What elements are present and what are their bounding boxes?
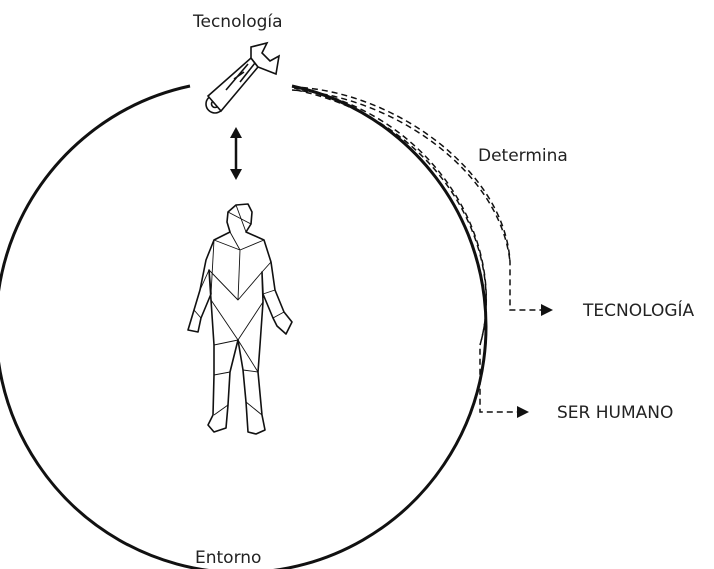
dashed-path-ser-humano-2 — [296, 90, 486, 345]
label-output-tecnologia: TECNOLOGÍA — [583, 303, 694, 320]
wrench-icon — [206, 43, 279, 113]
dashed-path-ser-humano — [294, 88, 526, 412]
label-determina: Determina — [478, 148, 568, 165]
dashed-path-tecnologia-2 — [292, 90, 510, 262]
label-tecnologia: Tecnología — [193, 14, 283, 31]
label-entorno: Entorno — [195, 550, 261, 567]
double-arrow-icon — [230, 127, 242, 180]
human-figure-icon — [188, 204, 292, 434]
label-output-ser-humano: SER HUMANO — [557, 405, 673, 422]
dashed-path-tecnologia — [292, 87, 550, 310]
